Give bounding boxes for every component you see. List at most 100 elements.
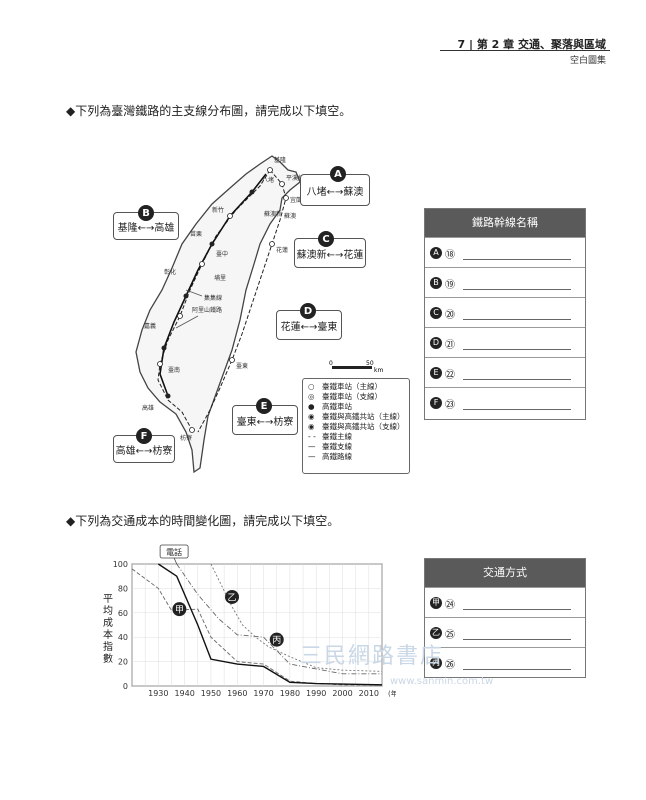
label-tainan: 臺南: [168, 366, 180, 374]
legend-symbol: ◉: [308, 412, 315, 421]
y-tick-label: 20: [118, 658, 128, 667]
legend-item: - - 臺鐵主線: [308, 432, 404, 442]
legend-label: 臺鐵主線: [322, 432, 352, 441]
x-tick-label: 1950: [201, 689, 221, 698]
y-axis-label-char: 數: [103, 652, 113, 665]
answer-blank[interactable]: [463, 638, 571, 640]
y-axis-label-char: 成: [103, 617, 113, 629]
answer-blank[interactable]: [463, 348, 571, 350]
alishan-branch-line: [175, 315, 199, 329]
station-marker: [279, 181, 285, 187]
transport-mode-table-title: 交通方式: [425, 559, 585, 587]
answer-blank[interactable]: [463, 668, 571, 670]
legend-label: 臺鐵與高鐵共站（主線）: [322, 412, 405, 421]
label-badu: 八堵: [262, 176, 274, 184]
scale-fifty: 50: [366, 360, 374, 367]
station-marker: [227, 213, 233, 219]
y-axis-label-char: 均: [103, 605, 113, 617]
row-number: ㉔: [445, 599, 455, 611]
station-marker: [199, 261, 205, 267]
route-text-e: 臺東←→枋寮: [236, 416, 294, 428]
label-taichung: 臺中: [216, 250, 228, 258]
row-number: ㉑: [445, 339, 455, 351]
station-marker: [269, 241, 275, 247]
scale-zero: 0: [329, 360, 333, 367]
x-tick-label: 1930: [148, 689, 168, 698]
annotation-box: [159, 544, 189, 559]
label-puli: 埔里: [214, 274, 226, 282]
series-badge: [172, 602, 187, 617]
hsr-station-marker: [249, 189, 255, 195]
question-2-prompt: ◆下列為交通成本的時間變化圖，請完成以下填空。: [66, 514, 340, 528]
x-tick-label: 1940: [174, 689, 194, 698]
x-tick-label: 1960: [227, 689, 247, 698]
legend-label: 臺鐵車站（主線）: [322, 382, 382, 391]
row-badge: 甲: [430, 596, 442, 609]
series-badge-label: 丙: [272, 635, 281, 646]
hsr-station-marker: [209, 241, 215, 247]
answer-blank[interactable]: [463, 318, 571, 320]
legend-symbol: ◎: [308, 392, 315, 401]
x-tick-label: 2000: [332, 689, 352, 698]
legend-item: ●高鐵車站: [308, 402, 404, 412]
route-text-f: 高雄←→枋寮: [115, 445, 173, 457]
row-number: ㉖: [445, 659, 455, 671]
label-miaoli: 苗栗: [190, 230, 202, 238]
route-badge-f: F: [136, 428, 152, 444]
x-unit-label: (年): [388, 689, 396, 698]
answer-blank[interactable]: [463, 378, 571, 380]
annotation-text: 電話: [166, 547, 182, 557]
label-hualien: 花蓮: [276, 246, 288, 254]
row-number: ㉕: [445, 629, 455, 641]
label-suaoxin: 蘇澳新: [264, 210, 282, 218]
jiji-branch-line: [185, 289, 203, 297]
row-badge: D: [430, 336, 442, 349]
legend-item: ◉臺鐵與高鐵共站（支線）: [308, 422, 405, 432]
label-taitung: 臺東: [236, 362, 248, 370]
y-tick-label: 60: [118, 609, 128, 618]
map-scale-bar: 0 50 km: [329, 360, 383, 374]
scale-bar-rect: [332, 366, 372, 369]
route-text-b: 基隆←→高雄: [117, 222, 175, 234]
scale-unit: km: [374, 367, 383, 374]
legend-label: 臺鐵與高鐵共站（支線）: [322, 422, 405, 431]
hsr-station-marker: [165, 393, 171, 399]
watermark-text: 三民網路書店: [300, 644, 445, 669]
rail-lines-table-title: 鐵路幹線名稱: [425, 209, 585, 237]
station-marker: [177, 313, 183, 319]
row-number: ㉓: [445, 399, 455, 411]
taiwan-island-outline: [135, 155, 301, 474]
row-badge: 乙: [430, 626, 442, 639]
x-tick-label: 1990: [306, 689, 326, 698]
station-marker: [283, 195, 289, 201]
answer-blank[interactable]: [463, 288, 571, 290]
answer-blank[interactable]: [463, 408, 571, 410]
label-jiji: 集集線: [204, 294, 222, 302]
series-line-1: [131, 568, 382, 686]
legend-symbol: —: [308, 442, 316, 451]
hsr-station-markers: [161, 189, 255, 399]
series-line-4: [157, 563, 383, 686]
label-pingxi: 平溪線: [286, 174, 304, 182]
y-axis-label-char: 本: [103, 628, 113, 641]
page-number: 7: [457, 38, 466, 51]
row-badge: 丙: [430, 656, 442, 669]
series-line-2: [176, 563, 382, 675]
row-badge: A: [430, 246, 442, 259]
y-tick-label: 80: [118, 584, 128, 593]
row-badge: B: [430, 276, 442, 289]
station-marker: [229, 357, 235, 363]
answer-blank[interactable]: [463, 258, 571, 260]
answer-blank[interactable]: [463, 608, 571, 610]
row-number: ㉒: [445, 369, 455, 381]
route-badge-b: B: [138, 205, 154, 221]
y-tick-label: 0: [123, 682, 128, 691]
label-keelung: 基隆: [274, 156, 286, 164]
legend-symbol: - -: [308, 432, 316, 441]
header-rule: [440, 50, 610, 51]
series-badge-label: 乙: [227, 592, 236, 603]
row-number: ⑲: [445, 279, 455, 291]
